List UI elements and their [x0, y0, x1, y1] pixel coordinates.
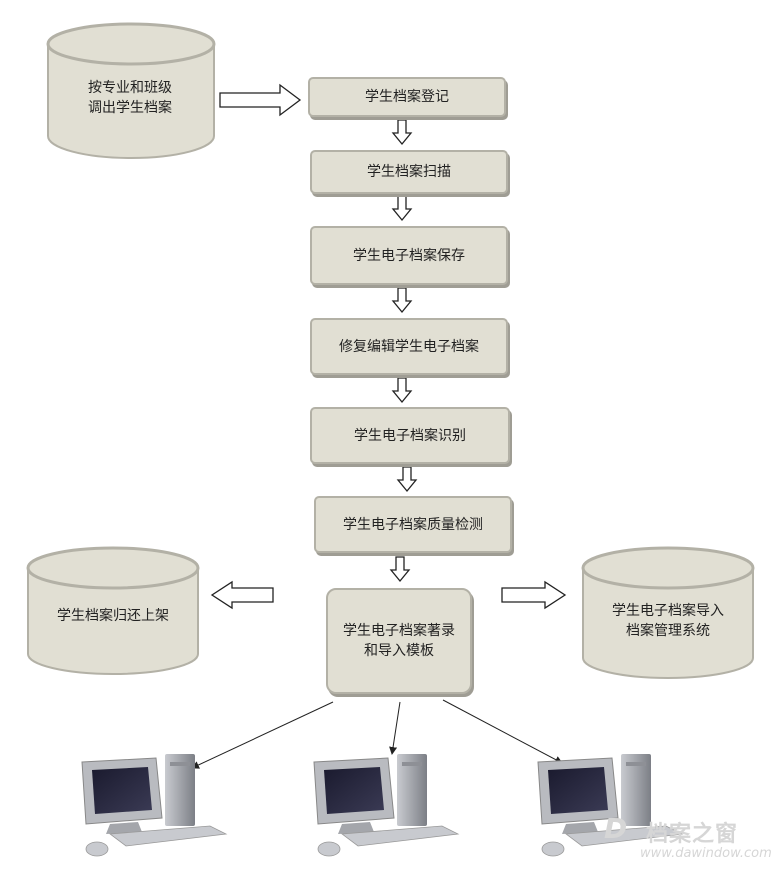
arrow-to-computer-left — [191, 701, 334, 769]
step-save: 学生电子档案保存 — [310, 226, 508, 285]
arrow-down-hollow — [391, 195, 413, 222]
arrow-down-hollow — [391, 119, 413, 146]
arrow-down-hollow — [396, 466, 418, 493]
arrow-down-hollow — [391, 377, 413, 404]
computer-icon — [537, 754, 684, 857]
arrow-to-computer-middle — [389, 701, 401, 755]
database-bottom-left — [26, 546, 200, 675]
arrow-right-hollow — [219, 83, 302, 117]
arrow-right-hollow — [501, 580, 567, 610]
database-label-top-left: 按专业和班级 调出学生档案 — [88, 80, 172, 116]
watermark-logo-icon: D — [604, 812, 628, 845]
database-label-bottom-right: 学生电子档案导入 档案管理系统 — [612, 603, 724, 639]
step-cataloging-import: 学生电子档案著录 和导入模板 — [326, 588, 472, 694]
database-bottom-right — [581, 546, 755, 679]
watermark-brand: 档案之窗 — [646, 822, 739, 847]
arrow-to-computer-right — [442, 699, 563, 764]
step-scanning: 学生档案扫描 — [310, 150, 508, 194]
arrow-down-hollow — [389, 556, 411, 583]
computer-icon — [81, 754, 228, 857]
database-top-left — [46, 22, 216, 159]
step-repair-edit: 修复编辑学生电子档案 — [310, 318, 508, 375]
arrow-left-hollow — [210, 580, 274, 610]
computer-icon — [313, 754, 460, 857]
step-registration: 学生档案登记 — [308, 77, 506, 117]
watermark-url: www.dawindow.com — [640, 846, 772, 861]
arrow-down-hollow — [391, 287, 413, 314]
step-recognition: 学生电子档案识别 — [310, 407, 510, 464]
database-label-bottom-left: 学生档案归还上架 — [57, 608, 169, 624]
step-quality-check: 学生电子档案质量检测 — [314, 496, 512, 553]
